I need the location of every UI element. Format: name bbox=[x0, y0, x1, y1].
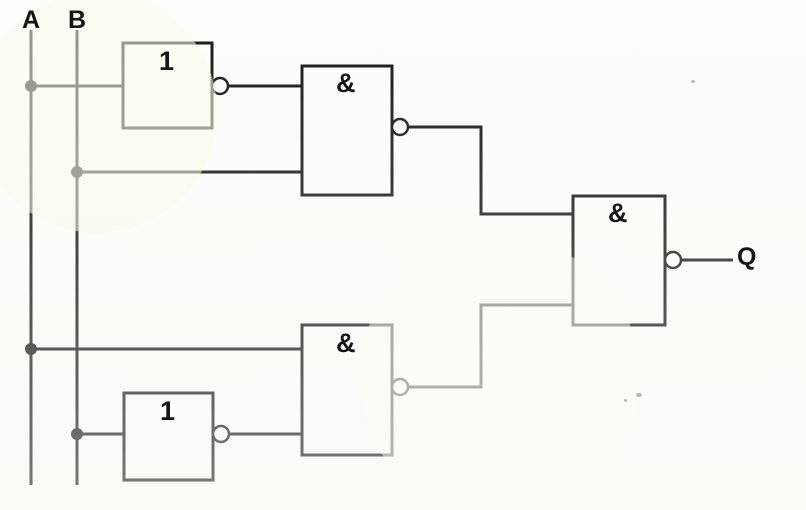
output-label-q: Q bbox=[737, 243, 757, 271]
dot-a-bottom bbox=[25, 343, 37, 355]
wire-nand-bot-to-output bbox=[408, 303, 573, 389]
wire-nand-top-to-output bbox=[408, 125, 573, 216]
input-label-a: A bbox=[22, 6, 41, 34]
gate-label-nand-bottom: & bbox=[336, 328, 356, 358]
dot-a-top bbox=[25, 80, 37, 92]
gate-label-not-top: 1 bbox=[159, 46, 175, 76]
inversion-bubble-nand-bottom bbox=[390, 377, 410, 397]
dot-b-bottom bbox=[71, 428, 83, 440]
inversion-bubble-nand-output bbox=[663, 250, 683, 270]
gate-label-nand-top: & bbox=[336, 68, 356, 98]
inversion-bubble-not-top bbox=[210, 76, 230, 96]
inversion-bubble-not-bottom bbox=[211, 424, 231, 444]
input-label-b: B bbox=[68, 6, 87, 34]
gate-label-nand-output: & bbox=[608, 198, 628, 228]
gate-label-not-bottom: 1 bbox=[160, 396, 176, 426]
inversion-bubble-nand-top bbox=[390, 117, 410, 137]
dot-b-top bbox=[71, 166, 83, 178]
